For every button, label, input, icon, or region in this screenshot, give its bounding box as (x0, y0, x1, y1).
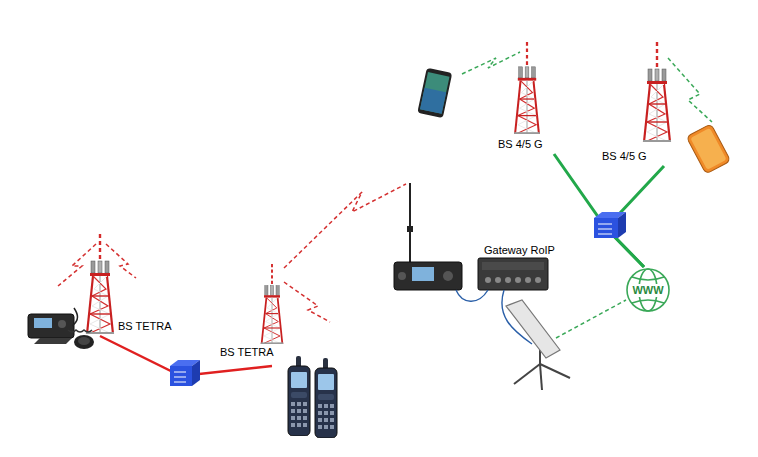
node-label: BS TETRA (220, 346, 274, 359)
mobile-radio (394, 183, 462, 290)
lte-tower (514, 42, 540, 134)
node-label: Gateway RoIP (484, 244, 555, 257)
satellite-dish (506, 300, 570, 390)
node-label: BS 4/5 G (602, 150, 647, 163)
tetra-tower (261, 264, 283, 344)
handheld-radio (315, 358, 337, 438)
gateway-device (478, 258, 548, 290)
node-box: Gateway RoIP (476, 240, 558, 294)
node-box: BS 4/5 G (598, 40, 672, 166)
node-box: BS TETRA (218, 262, 286, 366)
radio-link (462, 52, 712, 338)
lte-tower (643, 42, 671, 142)
handheld-radio (288, 356, 310, 436)
mobile-radio (28, 308, 94, 349)
globe-label: WWW (631, 284, 664, 297)
node-box: BS 4/5 G (494, 40, 560, 154)
smartphone (417, 68, 452, 118)
network-switch (170, 360, 200, 386)
node-label: BS TETRA (118, 320, 172, 333)
smartphone (686, 124, 730, 174)
radio-link (58, 184, 406, 322)
internet-globe: WWW (624, 267, 672, 313)
network-link (554, 154, 644, 267)
network-switch (594, 212, 626, 238)
node-box: BS TETRA (88, 232, 192, 336)
node-label: BS 4/5 G (498, 138, 543, 151)
